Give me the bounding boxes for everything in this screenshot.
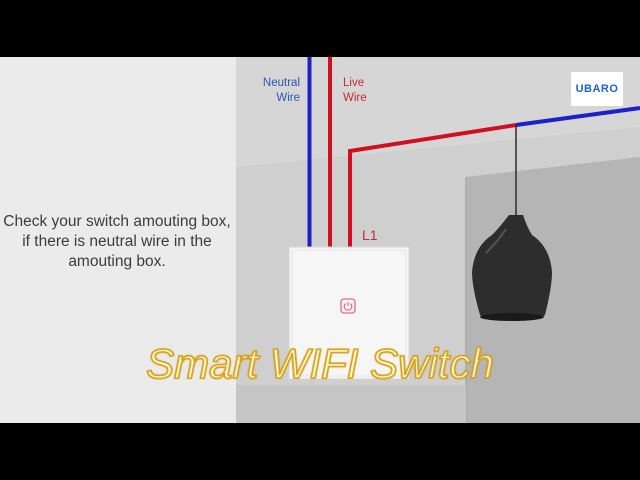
power-icon bbox=[340, 298, 356, 314]
l1-label: L1 bbox=[362, 227, 378, 243]
neutral-wire-label: Neutral Wire bbox=[252, 76, 300, 106]
ceiling-shade bbox=[236, 57, 640, 167]
instruction-text: Check your switch amouting box, if there… bbox=[3, 213, 231, 270]
left-wall bbox=[0, 57, 236, 423]
wiring-diagram bbox=[0, 57, 640, 423]
live-wire-label-text: Live Wire bbox=[343, 77, 367, 104]
video-caption: Smart WIFI Switch bbox=[145, 339, 494, 388]
pendant-lamp-icon bbox=[472, 215, 552, 321]
live-wire-label: Live Wire bbox=[343, 76, 367, 106]
neutral-wire-label-text: Neutral Wire bbox=[262, 77, 300, 104]
switch-bezel bbox=[291, 249, 407, 377]
brand-logo: UBARO bbox=[571, 72, 623, 106]
neutral-return-wire bbox=[515, 106, 640, 127]
floor-strip bbox=[236, 385, 466, 423]
wiring-scene: Neutral Wire Live Wire L1 Check your swi… bbox=[0, 57, 640, 423]
l1-wire bbox=[348, 123, 517, 249]
